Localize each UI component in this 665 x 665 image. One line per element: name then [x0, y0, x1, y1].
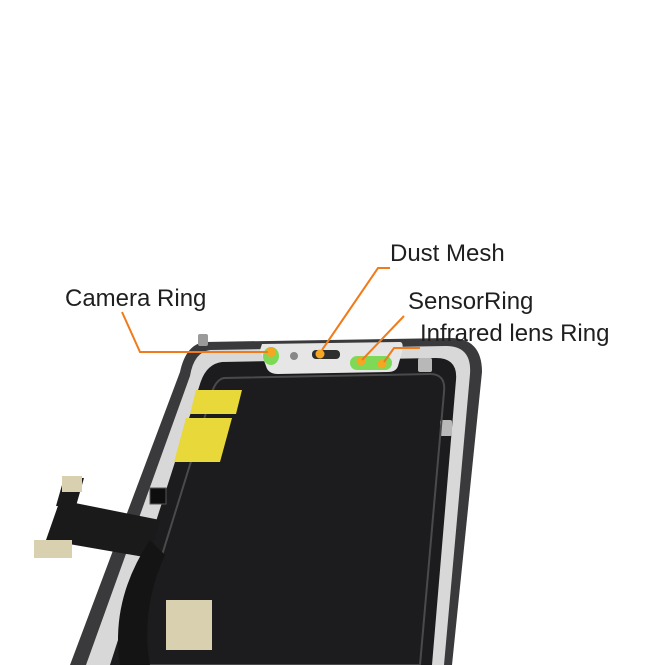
adhesive-pad-bottom: [174, 418, 232, 462]
small-chip: [149, 487, 167, 505]
flex-connector-left: [34, 540, 72, 558]
screen-border: [126, 372, 446, 665]
camera-ring-label: Camera Ring: [65, 285, 207, 312]
screen-panel: [110, 358, 457, 665]
side-bracket-right: [440, 420, 452, 436]
adhesive-pads: [174, 390, 242, 462]
infrared-lens-leader: [383, 347, 420, 363]
flex-cable-arm: [46, 500, 160, 558]
sensor-ring-leader: [361, 315, 405, 361]
flex-connector-bottom: [166, 600, 212, 650]
camera-ring-dot: [266, 347, 276, 357]
camera-ring-leader: [121, 311, 268, 353]
dust-mesh-leader: [321, 267, 390, 351]
corner-bracket-left: [198, 334, 208, 346]
proximity-hole: [290, 352, 298, 360]
flex-cable: [34, 476, 212, 665]
dust-mesh-dot: [315, 349, 325, 359]
flex-cable-lower: [118, 540, 165, 665]
infrared-lens-ring-label: Infrared lens Ring: [420, 320, 610, 347]
leader-lines: [121, 267, 420, 363]
side-bracket-top-right: [418, 358, 432, 372]
dust-mesh-label: Dust Mesh: [390, 240, 505, 267]
sensor-ring-label: SensorRing: [408, 288, 534, 315]
adhesive-pad-top: [190, 390, 242, 414]
flex-connector-top: [62, 476, 82, 492]
notch-components: [263, 347, 392, 370]
